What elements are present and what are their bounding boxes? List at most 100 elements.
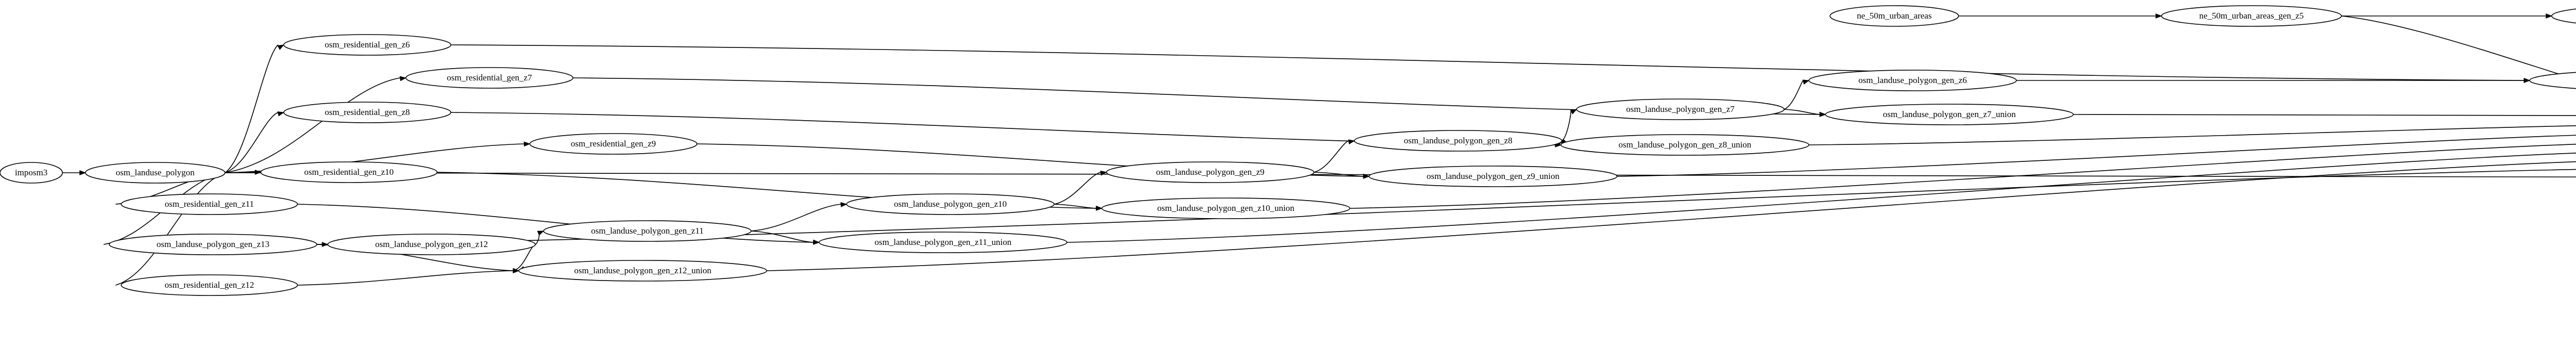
graph-edge — [1784, 80, 1804, 110]
edge-arrowhead — [813, 239, 820, 245]
edge-arrowhead — [255, 170, 262, 175]
graph-edge — [297, 270, 513, 286]
node-shape — [405, 67, 573, 89]
node-osm_landuse_polygon_gen_z6[interactable]: osm_landuse_polygon_gen_z6 — [1808, 70, 2017, 91]
node-imposm3[interactable]: imposm3 — [0, 162, 63, 184]
node-osm_residential_gen_z8[interactable]: osm_residential_gen_z8 — [283, 102, 451, 123]
node-osm_landuse_polygon_gen_z6_union[interactable]: osm_landuse_polygon_gen_z6_union — [2529, 70, 2576, 91]
node-osm_landuse_polygon_gen_z12[interactable]: osm_landuse_polygon_gen_z12 — [327, 234, 536, 255]
node-label: ne_50m_urban_areas — [1857, 11, 1931, 21]
graph-edge — [1314, 172, 1364, 177]
node-shape — [260, 161, 438, 183]
node-osm_residential_gen_z6[interactable]: osm_residential_gen_z6 — [283, 34, 451, 56]
node-osm_landuse_polygon_gen_z8_union[interactable]: osm_landuse_polygon_gen_z8_union — [1561, 134, 1809, 156]
node-shape — [2161, 5, 2342, 27]
node-label: osm_landuse_polygon_gen_z11_union — [875, 237, 1012, 247]
node-ne_50m_urban_areas_gen_z4[interactable]: ne_50m_urban_areas_gen_z4 — [2551, 6, 2576, 26]
node-osm_landuse_polygon_gen_z13[interactable]: osm_landuse_polygon_gen_z13 — [109, 234, 317, 255]
node-shape — [1106, 161, 1315, 183]
node-osm_residential_gen_z7[interactable]: osm_residential_gen_z7 — [405, 67, 573, 89]
node-ne_50m_urban_areas[interactable]: ne_50m_urban_areas — [1829, 5, 1959, 27]
node-shape — [543, 220, 752, 242]
node-shape — [121, 274, 298, 296]
node-osm_landuse_polygon[interactable]: osm_landuse_polygon — [84, 162, 226, 184]
node-shape — [1561, 134, 1809, 156]
node-osm_residential_gen_z11[interactable]: osm_residential_gen_z11 — [121, 193, 298, 215]
node-shape — [518, 260, 767, 282]
graph-edge — [1784, 109, 1820, 115]
node-label: osm_landuse_polygon_gen_z8_union — [1619, 140, 1752, 150]
node-osm_residential_gen_z10[interactable]: osm_residential_gen_z10 — [260, 161, 438, 183]
node-shape — [0, 162, 63, 184]
edge-arrowhead — [1819, 111, 1826, 117]
node-shape — [283, 34, 451, 56]
node-label: osm_residential_gen_z11 — [165, 199, 254, 209]
node-osm_landuse_polygon_gen_z10[interactable]: osm_landuse_polygon_gen_z10 — [846, 193, 1055, 215]
node-label: osm_residential_gen_z8 — [325, 107, 410, 117]
graph-edge — [1054, 172, 1101, 205]
node-osm_landuse_polygon_gen_z7_union[interactable]: osm_landuse_polygon_gen_z7_union — [1825, 104, 2074, 125]
node-osm_landuse_polygon_gen_z10_union[interactable]: osm_landuse_polygon_gen_z10_union — [1101, 198, 1350, 219]
graph-edge — [1809, 125, 2576, 145]
edge-arrowhead — [277, 44, 284, 50]
node-label: osm_residential_gen_z7 — [447, 73, 532, 83]
node-label: osm_landuse_polygon_gen_z13 — [157, 239, 269, 249]
node-shape — [1101, 198, 1350, 219]
node-osm_landuse_polygon_gen_z9_union[interactable]: osm_landuse_polygon_gen_z9_union — [1368, 166, 1618, 187]
node-label: osm_landuse_polygon_gen_z12 — [375, 239, 488, 249]
edge-arrowhead — [1363, 173, 1370, 179]
node-shape — [1829, 5, 1959, 27]
node-shape — [283, 102, 451, 123]
edge-arrowhead — [1802, 79, 1810, 85]
graph-edge — [115, 172, 225, 286]
edge-arrowhead — [840, 202, 848, 207]
node-label: osm_residential_gen_z10 — [304, 167, 394, 177]
node-label: osm_landuse_polygon_gen_z12_union — [574, 266, 711, 275]
node-osm_landuse_polygon_gen_z12_union[interactable]: osm_landuse_polygon_gen_z12_union — [518, 260, 767, 282]
node-osm_residential_gen_z12[interactable]: osm_residential_gen_z12 — [121, 274, 298, 296]
edge-arrowhead — [1100, 170, 1107, 176]
node-shape — [1576, 98, 1785, 120]
node-label: osm_landuse_polygon_gen_z10 — [894, 199, 1007, 209]
node-label: osm_landuse_polygon_gen_z9 — [1156, 167, 1265, 177]
graph-edge — [751, 231, 814, 243]
edge-arrowhead — [2155, 13, 2162, 19]
node-shape — [327, 234, 536, 255]
node-osm_landuse_polygon_gen_z7[interactable]: osm_landuse_polygon_gen_z7 — [1576, 98, 1785, 120]
edge-arrowhead — [1348, 139, 1355, 145]
graph-edge — [1314, 140, 1349, 173]
edge-arrowhead — [79, 170, 87, 175]
graph-edge — [2341, 15, 2576, 80]
node-label: osm_landuse_polygon_gen_z8 — [1404, 136, 1513, 145]
graph-edge — [1617, 135, 2576, 177]
node-ne_50m_urban_areas_gen_z5[interactable]: ne_50m_urban_areas_gen_z5 — [2161, 5, 2342, 27]
node-shape — [2551, 8, 2576, 24]
edge-arrowhead — [399, 76, 407, 81]
node-label: osm_landuse_polygon_gen_z9_union — [1427, 171, 1560, 181]
graph-edge — [225, 77, 400, 173]
edge-arrowhead — [2546, 13, 2553, 19]
node-shape — [1808, 70, 2017, 91]
graph-edge — [1562, 109, 1572, 141]
node-osm_landuse_polygon_gen_z11[interactable]: osm_landuse_polygon_gen_z11 — [543, 220, 752, 242]
node-label: osm_residential_gen_z6 — [325, 40, 410, 50]
edges-layer — [62, 13, 2576, 286]
graph-edge — [1054, 204, 1096, 209]
graph-edge — [297, 204, 814, 243]
edge-arrowhead — [277, 111, 285, 117]
edge-arrowhead — [1096, 205, 1103, 211]
edge-arrowhead — [537, 231, 545, 236]
node-osm_landuse_polygon_gen_z11_union[interactable]: osm_landuse_polygon_gen_z11_union — [818, 232, 1067, 253]
node-label: osm_landuse_polygon_gen_z7_union — [1883, 109, 2016, 119]
node-shape — [846, 193, 1055, 215]
node-osm_residential_gen_z9[interactable]: osm_residential_gen_z9 — [529, 133, 698, 155]
node-label: osm_landuse_polygon_gen_z6 — [1858, 75, 1967, 85]
node-shape — [1368, 166, 1618, 187]
node-shape — [818, 232, 1067, 253]
node-shape — [1825, 104, 2074, 125]
node-osm_landuse_polygon_gen_z8[interactable]: osm_landuse_polygon_gen_z8 — [1354, 130, 1563, 152]
node-label: osm_residential_gen_z9 — [571, 139, 656, 149]
node-osm_landuse_polygon_gen_z9[interactable]: osm_landuse_polygon_gen_z9 — [1106, 161, 1315, 183]
